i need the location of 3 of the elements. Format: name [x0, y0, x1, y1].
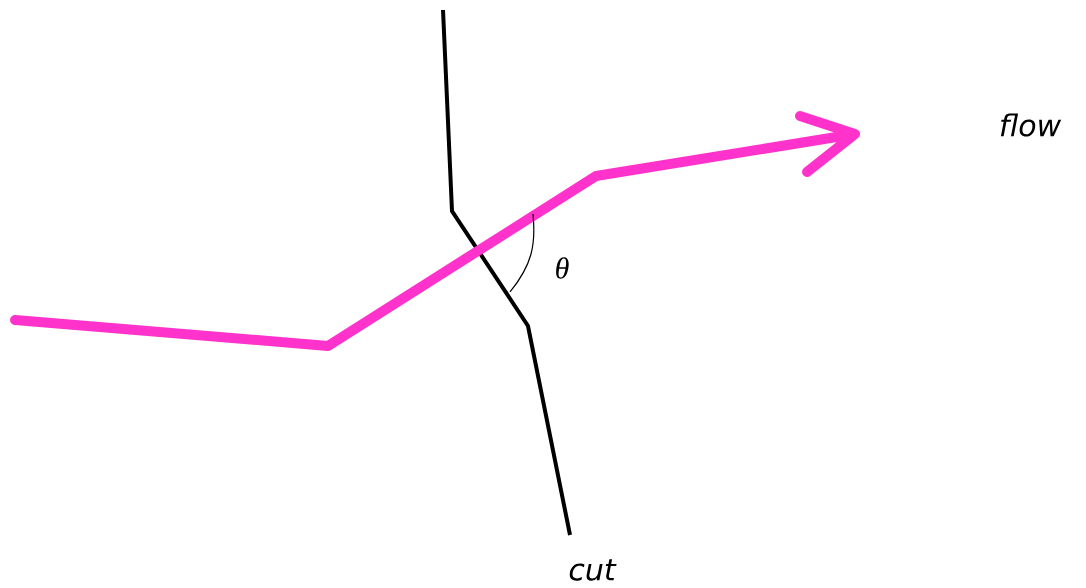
angle-label: θ	[556, 257, 569, 279]
flow-label: flow	[1000, 113, 1062, 137]
cut-label: cut	[569, 559, 617, 581]
